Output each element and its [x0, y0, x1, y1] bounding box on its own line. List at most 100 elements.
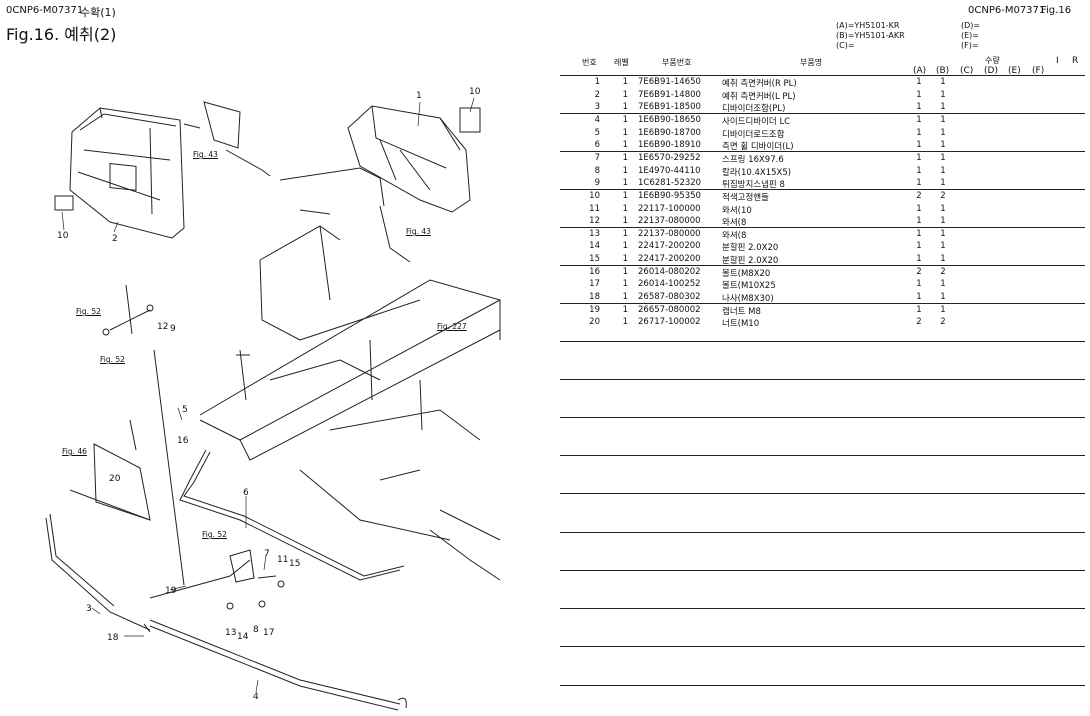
header-i: I [1056, 56, 1059, 66]
legend-d: (D)= [961, 21, 981, 30]
row-level: 1 [622, 266, 628, 277]
callout-17: 17 [263, 628, 275, 638]
header-right-fig: Fig.16 [1041, 5, 1072, 16]
row-qty-a: 1 [916, 140, 922, 151]
row-qty-a: 1 [916, 89, 922, 100]
blank-rule [560, 608, 1085, 609]
legend-b: (B)=YH5101-AKR [836, 31, 905, 40]
row-part-name: 사이드디바이더 LC [722, 116, 791, 127]
header-f: (F) [1032, 66, 1045, 76]
row-number: 2 [594, 89, 600, 100]
lower-linkage-drawing [143, 549, 285, 633]
row-part-name: 볼트(M8X20 [722, 268, 771, 279]
row-number: 18 [589, 292, 600, 303]
row-qty-b: 1 [940, 127, 946, 138]
header-level: 레벨 [614, 58, 629, 67]
row-number: 4 [594, 114, 600, 125]
fig-ref-52-bottom: Fig. 52 [202, 530, 227, 539]
row-part-number: 26587-080302 [638, 292, 701, 303]
row-part-name: 튀짐방지스냅핀 8 [722, 180, 785, 191]
row-part-number: 7E6B91-18500 [638, 102, 701, 113]
fig-ref-43-top: Fig. 43 [193, 150, 218, 159]
blank-rule [560, 570, 1085, 571]
legend-e: (E)= [961, 31, 979, 40]
fig-ref-52-lower: Fig. 52 [100, 355, 125, 364]
callout-7: 7 [264, 549, 270, 559]
divider-rod-6-drawing [179, 449, 405, 581]
row-number: 5 [594, 127, 600, 138]
row-level: 1 [622, 241, 628, 252]
table-top-rule [560, 75, 1085, 76]
blank-rule [560, 646, 1085, 647]
row-qty-a: 2 [916, 317, 922, 328]
row-part-number: 26014-080202 [638, 266, 701, 277]
callout-4: 4 [253, 692, 259, 702]
row-level: 1 [622, 254, 628, 265]
row-qty-a: 1 [916, 254, 922, 265]
group-rule [560, 189, 1085, 190]
row-qty-a: 1 [916, 127, 922, 138]
row-number: 12 [589, 216, 600, 227]
row-part-number: 1E6B90-95350 [638, 190, 701, 201]
row-part-name: 스프링 16X97.6 [722, 154, 784, 165]
row-part-number: 7E6B91-14800 [638, 89, 701, 100]
header-left-subtitle: 수확(1) [80, 6, 116, 19]
callout-2: 2 [112, 234, 118, 244]
chassis-frame-drawing [199, 225, 501, 581]
row-qty-b: 2 [940, 190, 946, 201]
row-qty-b: 1 [940, 292, 946, 303]
right-side-cover-drawing [347, 105, 481, 213]
callout-15: 15 [289, 559, 301, 569]
row-level: 1 [622, 203, 628, 214]
row-qty-b: 2 [940, 317, 946, 328]
row-level: 1 [622, 304, 628, 315]
group-rule [560, 265, 1085, 266]
row-number: 15 [589, 254, 600, 265]
row-qty-a: 1 [916, 241, 922, 252]
row-qty-a: 1 [916, 292, 922, 303]
row-part-name: 나사(M8X30) [722, 294, 774, 305]
row-qty-b: 1 [940, 114, 946, 125]
row-number: 13 [589, 228, 600, 239]
row-number: 9 [594, 178, 600, 189]
row-qty-b: 1 [940, 102, 946, 113]
row-qty-a: 1 [916, 178, 922, 189]
group-rule [560, 227, 1085, 228]
row-number: 8 [594, 165, 600, 176]
fig-ref-52-upper: Fig. 52 [76, 307, 101, 316]
divider-rod-3-drawing [45, 513, 151, 631]
row-part-name: 와셔(8 [722, 218, 747, 229]
row-level: 1 [622, 114, 628, 125]
callout-1: 1 [416, 91, 422, 101]
row-part-name: 디바이더로드조합 [722, 129, 785, 140]
row-qty-a: 1 [916, 279, 922, 290]
row-part-number: 22417-200200 [638, 241, 701, 252]
row-part-number: 26717-100002 [638, 317, 701, 328]
blank-rule [560, 455, 1085, 456]
header-no: 번호 [582, 58, 597, 67]
row-part-number: 1E4970-44110 [638, 165, 701, 176]
callout-6: 6 [243, 488, 249, 498]
row-part-name: 칼라(10.4X15X5) [722, 167, 792, 178]
row-part-number: 1C6281-52320 [638, 178, 702, 189]
fig-ref-46: Fig. 46 [62, 447, 87, 456]
row-qty-b: 1 [940, 228, 946, 239]
callout-18: 18 [107, 633, 119, 643]
row-qty-b: 1 [940, 241, 946, 252]
row-part-name: 와셔(8 [722, 230, 747, 241]
blank-rule [560, 532, 1085, 533]
row-level: 1 [622, 140, 628, 151]
callout-3: 3 [86, 604, 92, 614]
row-number: 10 [589, 190, 600, 201]
row-number: 17 [589, 279, 600, 290]
